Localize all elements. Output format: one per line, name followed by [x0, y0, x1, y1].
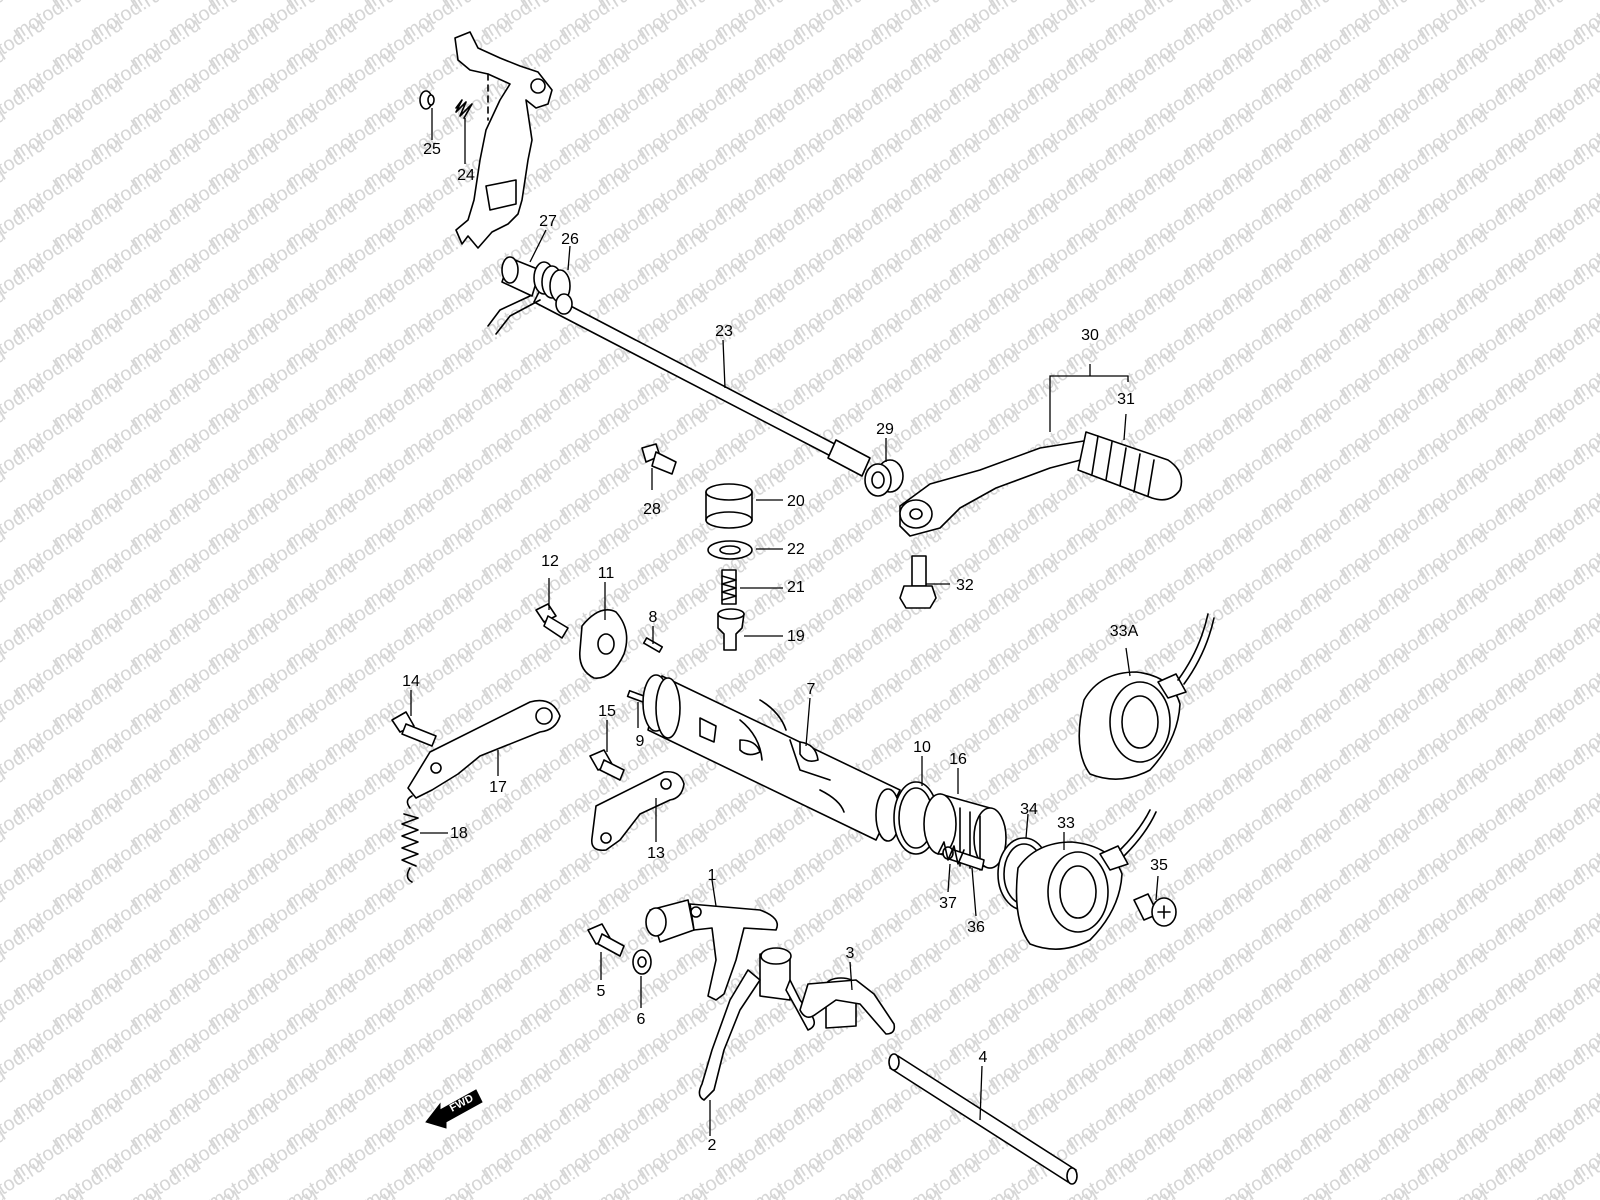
cam-guide-plate — [590, 770, 685, 852]
callout-14: 14 — [402, 673, 420, 690]
oil-seal — [864, 459, 904, 497]
detent-spring — [721, 569, 737, 605]
bolt-5 — [587, 923, 625, 957]
callout-2: 2 — [708, 1137, 717, 1154]
gearshift-fork-3 — [799, 977, 896, 1035]
callout-17: 17 — [489, 779, 507, 796]
detent-pin — [717, 608, 745, 651]
callout-1: 1 — [708, 867, 717, 884]
bolt-15 — [589, 749, 625, 781]
callout-21: 21 — [787, 579, 805, 596]
gearshift-fork-2 — [698, 947, 816, 1101]
callout-5: 5 — [597, 983, 606, 1000]
cam-stopper-lever — [407, 699, 561, 799]
shaft-collar — [501, 256, 541, 297]
leader-lines — [410, 108, 1159, 1136]
callout-22: 22 — [787, 541, 805, 558]
callout-11: 11 — [598, 565, 615, 582]
callout-31: 31 — [1117, 391, 1135, 408]
gear-position-switch-alt — [1078, 613, 1215, 780]
plug-washer — [707, 540, 753, 560]
callout-labels: 1 2 3 4 5 6 7 8 9 10 11 12 13 14 15 16 1… — [402, 141, 1168, 1154]
washer-6 — [632, 949, 652, 975]
circlip — [419, 90, 435, 110]
callout-6: 6 — [637, 1011, 646, 1028]
callout-20: 20 — [787, 493, 805, 510]
callout-35: 35 — [1150, 857, 1168, 874]
callout-33: 33 — [1057, 815, 1075, 832]
callout-15: 15 — [598, 703, 616, 720]
shift-spring — [455, 99, 473, 119]
callout-28: 28 — [643, 501, 661, 518]
callout-30: 30 — [1081, 327, 1099, 344]
screw-12 — [535, 603, 569, 639]
callout-3: 3 — [846, 945, 855, 962]
shift-cam-drum — [642, 674, 901, 842]
callout-9: 9 — [636, 733, 645, 750]
callout-16: 16 — [949, 751, 967, 768]
callout-26: 26 — [561, 231, 579, 248]
callout-33a: 33A — [1110, 623, 1139, 640]
callout-7: 7 — [807, 681, 816, 698]
callout-8: 8 — [649, 609, 658, 626]
callout-34: 34 — [1020, 801, 1038, 818]
gear-position-switch — [1015, 809, 1157, 950]
cam-stopper-plate — [578, 609, 628, 679]
callout-18: 18 — [450, 825, 468, 842]
callout-36: 36 — [967, 919, 985, 936]
return-spring — [487, 261, 573, 335]
contact-spring — [937, 841, 965, 865]
gearshift-arm — [454, 31, 553, 249]
callout-29: 29 — [876, 421, 894, 438]
callout-19: 19 — [787, 628, 805, 645]
gearshift-shaft — [533, 289, 871, 477]
callout-13: 13 — [647, 845, 665, 862]
watermark-text: motod.ru — [1530, 1154, 1600, 1200]
callout-12: 12 — [541, 553, 559, 570]
callout-27: 27 — [539, 213, 557, 230]
callout-37: 37 — [939, 895, 957, 912]
callout-32: 32 — [956, 577, 974, 594]
pin-8 — [642, 637, 664, 653]
lever-bolt — [899, 555, 937, 609]
stopper-spring — [401, 795, 419, 883]
gearshift-fork-1 — [645, 899, 779, 1001]
fork-shaft — [888, 1053, 1078, 1185]
callout-25: 25 — [423, 141, 441, 158]
gearshift-lever — [899, 439, 1097, 537]
bolt-28 — [641, 443, 677, 475]
callout-23: 23 — [715, 323, 733, 340]
callout-24: 24 — [457, 167, 475, 184]
shift-rubber — [1077, 431, 1183, 501]
screw-35 — [1133, 893, 1177, 927]
callout-10: 10 — [913, 739, 931, 756]
callout-4: 4 — [979, 1049, 988, 1066]
bolt-14 — [391, 711, 437, 747]
neutral-plug — [705, 483, 753, 529]
